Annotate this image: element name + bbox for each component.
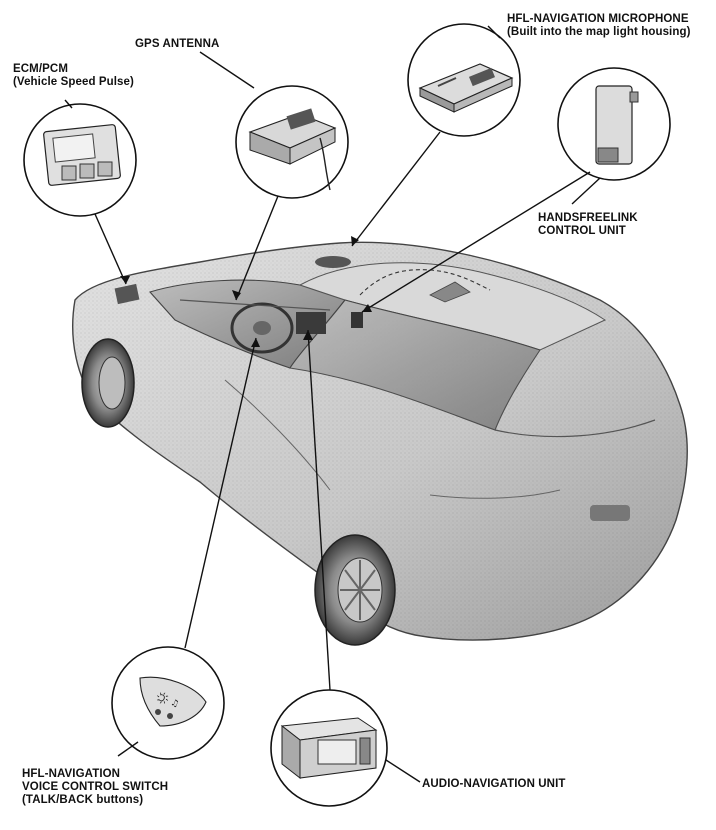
leader-switch-label — [117, 741, 139, 757]
label-hfl-line2: CONTROL UNIT — [538, 225, 626, 237]
leader-audio-label — [385, 759, 421, 783]
label-audio-line1: AUDIO-NAVIGATION UNIT — [422, 778, 566, 790]
callout-audio-nav-unit — [270, 689, 388, 807]
callout-ecm — [23, 103, 137, 217]
label-hfl-line1: HANDSFREELINK — [538, 212, 638, 224]
label-audio-navigation-unit: AUDIO-NAVIGATION UNIT — [422, 778, 566, 791]
label-switch-line2: VOICE CONTROL SWITCH — [22, 781, 169, 793]
label-ecm-line2: (Vehicle Speed Pulse) — [13, 76, 134, 88]
label-gps-line1: GPS ANTENNA — [135, 38, 220, 50]
vehicle-illustration — [72, 241, 688, 646]
callout-hfl-unit — [557, 67, 671, 181]
label-ecm-line1: ECM/PCM — [13, 63, 69, 75]
leader-gps — [235, 195, 279, 301]
label-switch-line1: HFL-NAVIGATION — [22, 768, 121, 780]
hfl-marker — [351, 312, 363, 328]
arrow-heads — [120, 236, 372, 347]
leader-ecm — [94, 213, 127, 285]
ecm-marker — [114, 283, 140, 305]
callout-microphone — [407, 23, 521, 137]
label-gps-antenna: GPS ANTENNA — [135, 38, 219, 51]
label-microphone: HFL-NAVIGATION MICROPHONE (Built into th… — [507, 13, 691, 39]
callout-gps-antenna — [235, 85, 349, 199]
steering-wheel — [230, 302, 294, 354]
label-handsfreelink-unit: HANDSFREELINK CONTROL UNIT — [538, 212, 638, 238]
leader-gps-label — [199, 51, 255, 89]
leader-ecm-label — [64, 99, 73, 109]
leader-mic — [351, 131, 441, 247]
leader-mic-label — [487, 25, 501, 39]
front-wheel — [81, 338, 135, 428]
leader-hfl-label — [571, 177, 601, 205]
leader-hfl — [361, 171, 591, 313]
label-mic-line1: HFL-NAVIGATION MICROPHONE — [507, 13, 689, 25]
map-light-marker — [315, 256, 351, 268]
rear-wheel — [314, 534, 396, 646]
label-switch-line3: (TALK/BACK buttons) — [22, 794, 144, 806]
label-voice-control-switch: HFL-NAVIGATION VOICE CONTROL SWITCH (TAL… — [22, 768, 168, 807]
leader-lines — [64, 25, 601, 783]
callout-voice-switch: Ↄ҉ ♫ — [111, 646, 225, 760]
dash-unit-marker — [296, 312, 326, 334]
label-mic-line2: (Built into the map light housing) — [507, 26, 691, 38]
leader-switch — [184, 337, 257, 649]
label-ecm-pcm: ECM/PCM (Vehicle Speed Pulse) — [13, 63, 134, 89]
leader-audio — [307, 329, 331, 691]
